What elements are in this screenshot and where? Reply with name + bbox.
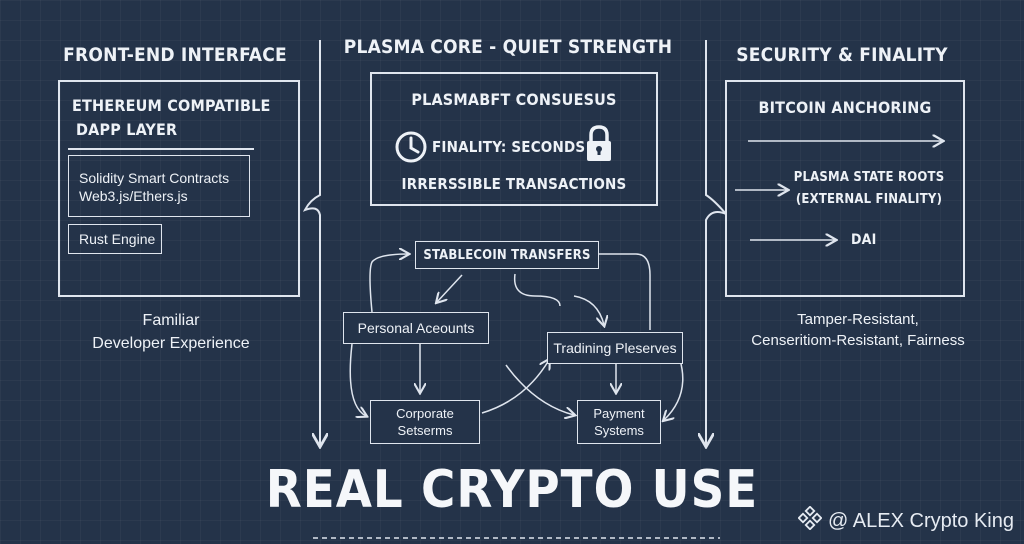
smart-contracts-box: Solidity Smart Contracts Web3.js/Ethers.… [68,155,250,217]
divider-left [302,40,320,445]
corporate-label-line1: Corporate [396,406,454,421]
dapp-layer-title-line1: ETHEREUM COMPATIBLE [72,96,271,115]
right-caption-line2: Censeritiom-Resistant, Fairness [751,332,965,349]
dapp-layer-title-line2: DAPP LAYER [76,120,178,139]
finality-label: FINALITY: SECONDS [432,138,586,156]
state-roots-line1: PLASMA STATE ROOTS [793,170,945,185]
bitcoin-anchoring-box: BITCOIN ANCHORING PLASMA STATE ROOTS (EX… [725,80,965,297]
personal-accounts-node: Personal Aceounts [343,312,489,344]
flow-arrow-right-loop [598,253,651,330]
right-section-title: SECURITY & FINALITY [736,44,948,66]
flow-arrow-cross [505,364,574,415]
clock-icon [394,130,428,169]
irreversible-label: IRRERSSIBLE TRANSACTIONS [401,175,627,193]
stablecoin-transfers-label: STABLECOIN TRANSFERS [423,247,591,263]
left-caption-line2: Developer Experience [92,335,250,352]
corporate-systems-node: Corporate Setserms [370,400,480,444]
flow-arrow-top-personal [437,274,463,302]
dapp-layer-divider [68,148,254,150]
payment-systems-node: Payment Systems [577,400,661,444]
real-crypto-use-banner: REAL CRYPTO USE [265,460,759,520]
bitcoin-anchoring-label: BITCOIN ANCHORING [758,98,932,117]
binance-logo-icon [797,505,823,536]
center-section-title: PLASMA CORE - QUIET STRENGTH [343,36,673,58]
lock-icon [584,124,614,169]
divider-right [706,40,727,445]
watermark-text: @ ALEX Crypto King [828,509,1014,532]
flow-arrow-personal-down [349,343,366,416]
trading-reserves-label: Tradining Pleserves [553,339,677,356]
rust-engine-box: Rust Engine [68,224,162,254]
smart-contracts-label: Solidity Smart Contracts [79,170,230,186]
rust-engine-label: Rust Engine [79,231,156,247]
consensus-label: PLASMABFT CONSUESUS [411,90,617,109]
trading-reserves-node: Tradining Pleserves [547,332,683,364]
personal-accounts-label: Personal Aceounts [357,319,475,336]
right-caption-line1: Tamper-Resistant, [797,311,919,328]
stablecoin-transfers-node: STABLECOIN TRANSFERS [415,241,599,269]
flow-arrow-corporate-trading [481,360,549,414]
left-caption-line1: Familiar [142,312,200,329]
payment-label-line1: Payment [593,406,645,421]
dai-label: DAI [851,232,877,248]
dapp-layer-box: ETHEREUM COMPATIBLE DAPP LAYER Solidity … [58,80,300,297]
flow-arrow-top-curl [513,273,561,307]
flow-arrow-loop-left [369,254,408,313]
state-roots-line2: (EXTERNAL FINALITY) [795,192,943,207]
watermark: @ ALEX Crypto King [797,505,1014,536]
corporate-label-line2: Setserms [397,423,453,438]
web3-label: Web3.js/Ethers.js [79,188,188,204]
flow-arrow-top-trading [573,295,604,325]
left-section-title: FRONT-END INTERFACE [63,44,287,66]
flow-arrow-right-edge [664,359,684,420]
payment-label-line2: Systems [594,423,644,438]
consensus-box: PLASMABFT CONSUESUS FINALITY: SECONDS IR… [370,72,658,206]
